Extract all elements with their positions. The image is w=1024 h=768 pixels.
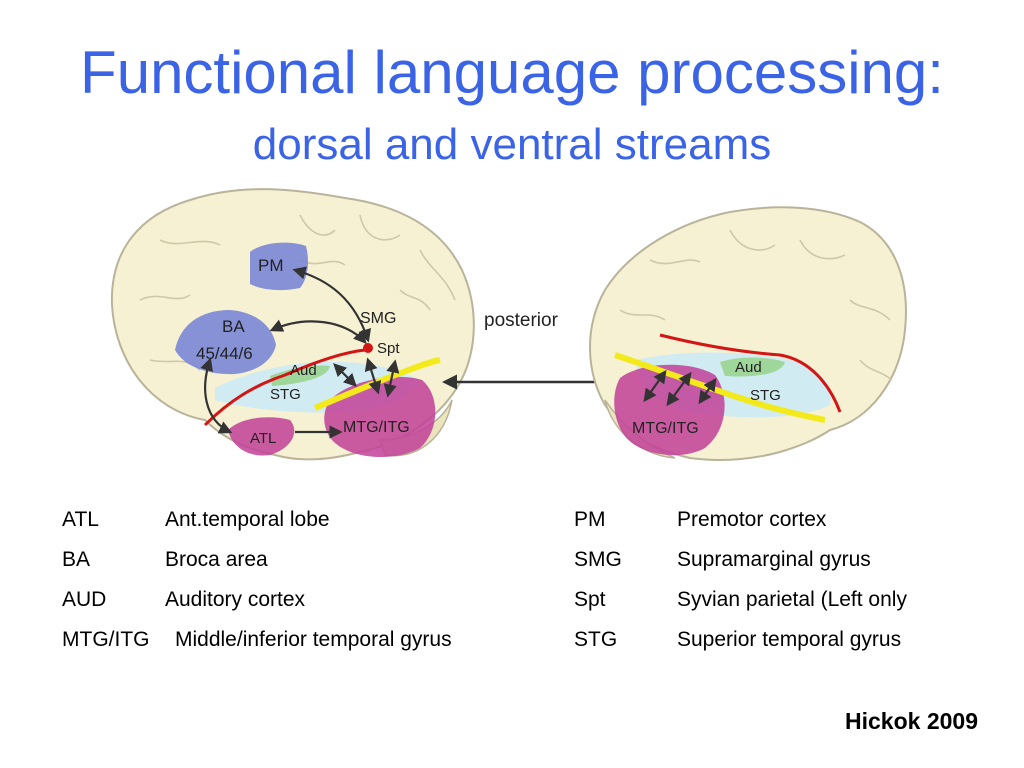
legend-right: PM Premotor cortex SMG Supramarginal gyr… — [574, 508, 974, 651]
slide-subtitle: dorsal and ventral streams — [252, 120, 772, 169]
legend-row: AUD Auditory cortex — [62, 588, 532, 612]
legend-abbr: BA — [62, 548, 91, 571]
legend-desc: Broca area — [165, 548, 268, 571]
smg-label: SMG — [360, 310, 396, 327]
spt-label: Spt — [377, 340, 400, 357]
left-hemisphere: PM BA 45/44/6 SMG Spt Aud STG ATL MTG/IT… — [110, 188, 475, 461]
right-hemisphere: Aud STG MTG/ITG — [589, 206, 907, 461]
right-sylvian-line — [659, 333, 842, 413]
right-aud-region — [720, 357, 785, 377]
mtg-left-label: MTG/ITG — [343, 419, 410, 436]
right-yellow-pathway — [614, 352, 826, 423]
right-gyri-lines — [619, 229, 893, 381]
legend-row: BA Broca area — [62, 548, 532, 572]
right-pathway-arrows — [643, 369, 717, 407]
legend-desc: Ant.temporal lobe — [165, 508, 330, 531]
left-gyri-lines — [139, 214, 456, 371]
legend-abbr: AUD — [62, 588, 107, 611]
legend-desc: Syvian parietal (Left only — [677, 588, 907, 611]
legend-row: MTG/ITG Middle/inferior temporal gyrus — [62, 628, 532, 652]
legend-row: SMG Supramarginal gyrus — [574, 548, 974, 572]
legend-abbr: ATL — [62, 508, 99, 531]
stg-right-label: STG — [750, 387, 781, 404]
legend-row: ATL Ant.temporal lobe — [62, 508, 532, 532]
atl-label: ATL — [250, 430, 276, 447]
legend-desc: Auditory cortex — [165, 588, 306, 611]
ba-label-line1: BA — [222, 317, 245, 336]
aud-right-label: Aud — [735, 359, 762, 376]
legend-desc: Premotor cortex — [677, 508, 827, 531]
atl-region — [228, 417, 295, 456]
left-aud-region — [270, 365, 330, 386]
spt-marker — [363, 343, 373, 353]
legend-row: Spt Syvian parietal (Left only — [574, 588, 974, 612]
brain-diagram: PM BA 45/44/6 SMG Spt Aud STG ATL MTG/IT… — [110, 188, 907, 461]
ba-region — [175, 310, 276, 375]
legend-left: ATL Ant.temporal lobe BA Broca area AUD … — [62, 508, 532, 651]
left-mtg-region — [324, 376, 436, 458]
legend-row: PM Premotor cortex — [574, 508, 974, 532]
legend-abbr: STG — [574, 628, 618, 651]
slide-title: Functional language processing: — [80, 39, 944, 106]
citation-credit: Hickok 2009 — [845, 708, 978, 734]
legend-desc: Superior temporal gyrus — [677, 628, 902, 651]
legend-abbr: PM — [574, 508, 606, 531]
posterior-label: posterior — [484, 310, 559, 331]
ba-label-line2: 45/44/6 — [196, 344, 253, 363]
legend-desc: Middle/inferior temporal gyrus — [175, 628, 452, 651]
mtg-right-label: MTG/ITG — [632, 420, 699, 437]
legend-abbr: Spt — [574, 588, 606, 611]
stg-left-label: STG — [270, 386, 301, 403]
left-pathway-arrows — [200, 266, 400, 439]
aud-left-label: Aud — [290, 362, 317, 379]
legend-abbr: SMG — [574, 548, 622, 571]
pm-label: PM — [258, 256, 284, 275]
legend-desc: Supramarginal gyrus — [677, 548, 871, 571]
legend-abbr: MTG/ITG — [62, 628, 150, 651]
right-mtg-region — [614, 364, 725, 456]
legend-row: STG Superior temporal gyrus — [574, 628, 974, 652]
